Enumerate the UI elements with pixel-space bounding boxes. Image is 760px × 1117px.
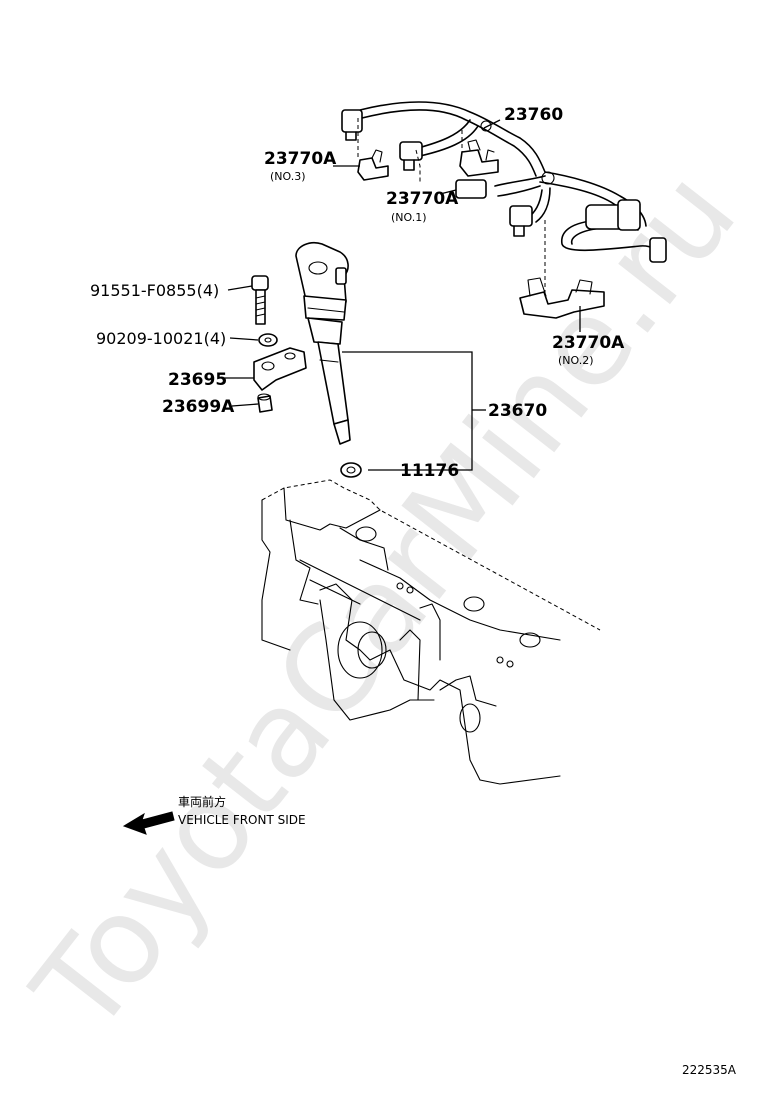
front-note-japanese: 車両前方 bbox=[178, 794, 226, 809]
part-label-90209: 90209-10021(4) bbox=[96, 329, 226, 348]
part-label-23760: 23760 bbox=[504, 105, 563, 125]
clamp-23770a-no1[interactable] bbox=[459, 139, 499, 177]
part-sub-no1: (NO.1) bbox=[391, 211, 427, 224]
washer-90209[interactable] bbox=[258, 333, 278, 347]
front-note-english: VEHICLE FRONT SIDE bbox=[178, 813, 306, 827]
collar-23699a[interactable] bbox=[257, 393, 273, 413]
part-label-11176: 11176 bbox=[400, 461, 459, 481]
vehicle-front-indicator: 車両前方 VEHICLE FRONT SIDE bbox=[122, 794, 306, 835]
part-label-23699a: 23699A bbox=[162, 397, 235, 417]
gasket-11176[interactable] bbox=[340, 462, 362, 478]
leader-lines bbox=[224, 119, 581, 471]
bolt-91551[interactable] bbox=[251, 275, 269, 325]
part-label-23770a-no3: 23770A bbox=[264, 149, 337, 169]
clamp-23770a-no3[interactable] bbox=[357, 149, 389, 181]
injector-23670[interactable] bbox=[295, 241, 351, 445]
injector-clamp-23695[interactable] bbox=[253, 347, 307, 391]
part-label-23695: 23695 bbox=[168, 370, 227, 390]
diagram-id: 222535A bbox=[682, 1063, 737, 1077]
part-label-23770a-no1: 23770A bbox=[386, 189, 459, 209]
part-sub-no2: (NO.2) bbox=[558, 354, 594, 367]
part-label-23770a-no2: 23770A bbox=[552, 333, 625, 353]
wiring-harness-23760[interactable] bbox=[341, 101, 667, 263]
clamp-23770a-no2[interactable] bbox=[519, 277, 605, 319]
part-label-23670: 23670 bbox=[488, 401, 547, 421]
part-label-91551: 91551-F0855(4) bbox=[90, 281, 219, 300]
part-sub-no3: (NO.3) bbox=[270, 170, 306, 183]
front-arrow-icon bbox=[122, 811, 175, 835]
cylinder-head-outline bbox=[261, 479, 601, 785]
